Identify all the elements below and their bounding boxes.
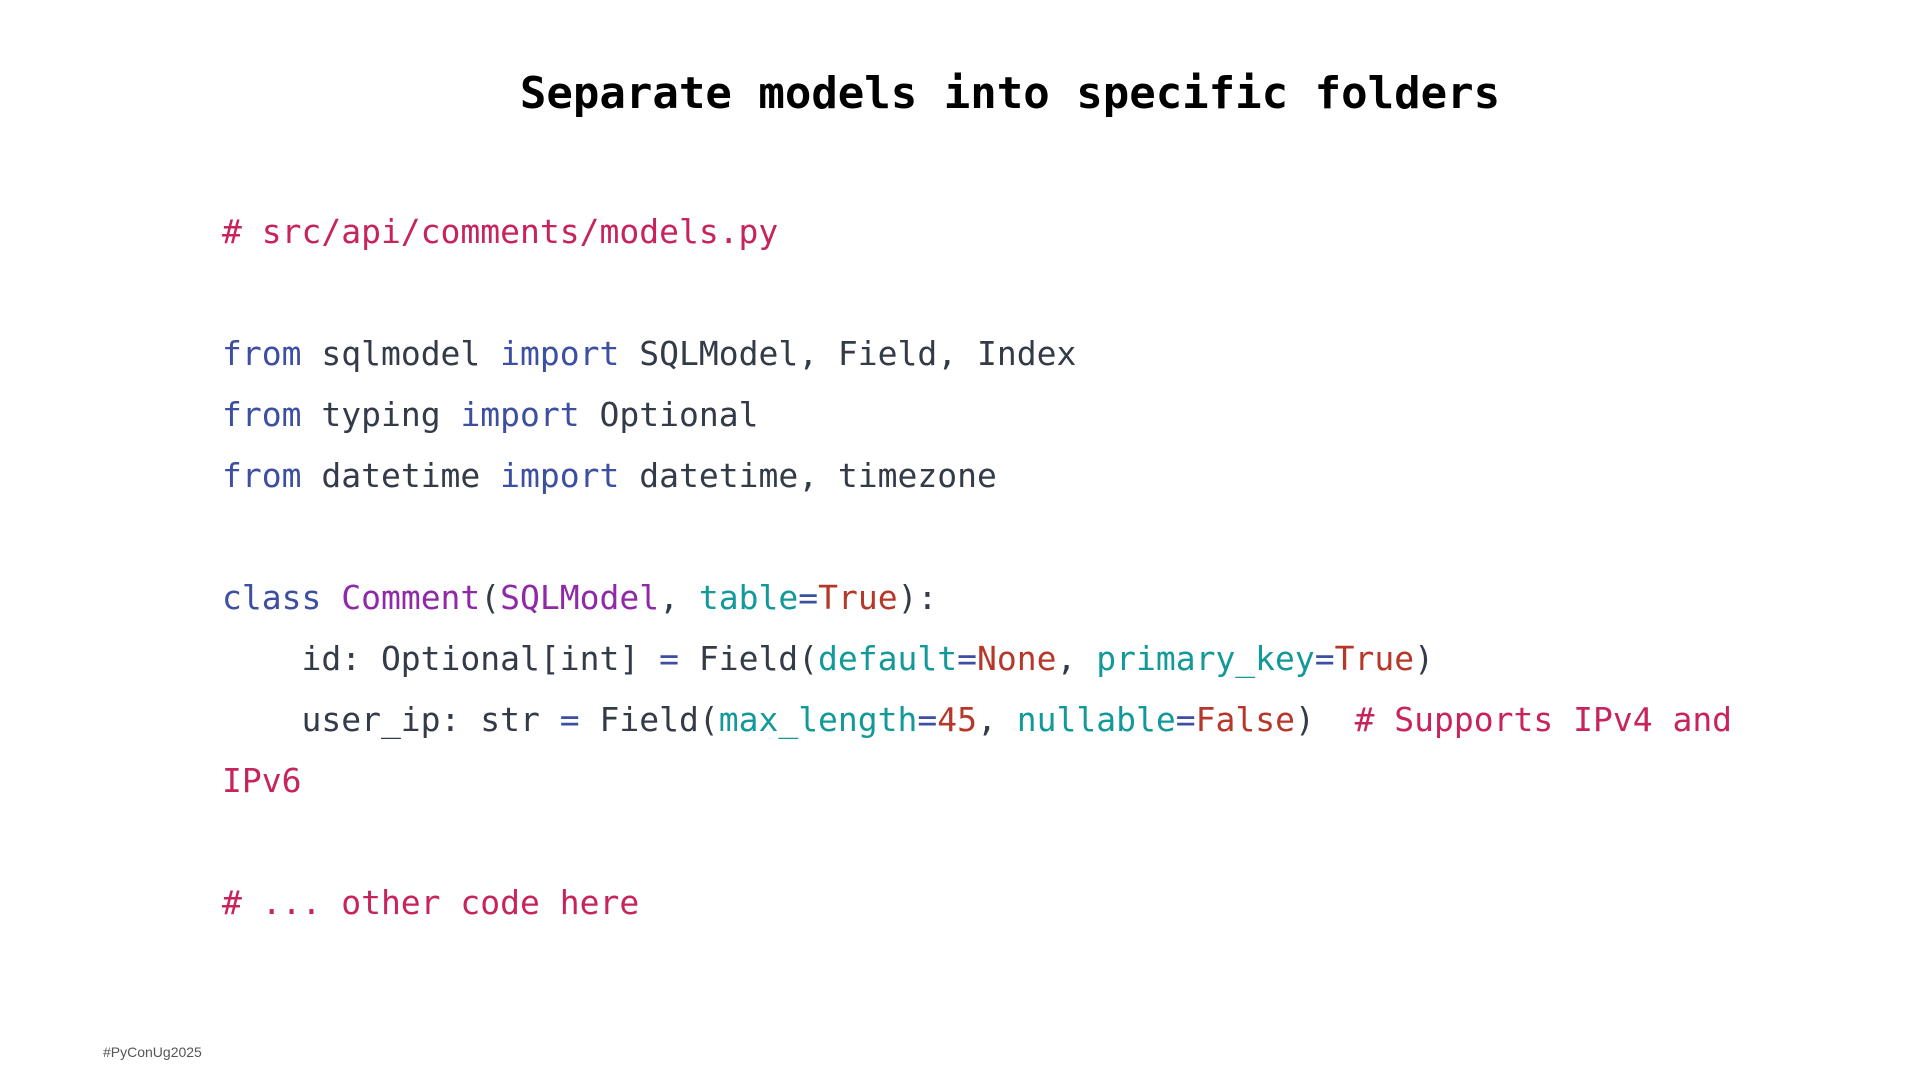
- code-token-plain: ,: [977, 700, 1017, 739]
- code-token-plain: Field(: [678, 639, 819, 678]
- code-token-class: SQLModel: [500, 578, 660, 617]
- code-token-comment: # src/api/comments/models.py: [222, 212, 779, 251]
- code-token-op: =: [917, 700, 938, 739]
- code-token-keyword: from: [222, 456, 302, 495]
- code-token-value: False: [1195, 700, 1295, 739]
- code-token-value: True: [818, 578, 898, 617]
- code-token-param: primary_key: [1096, 639, 1315, 678]
- code-token-plain: typing: [301, 395, 461, 434]
- code-token-op: =: [1175, 700, 1196, 739]
- code-line: user_ip: str = Field(max_length=45, null…: [222, 689, 1732, 750]
- code-token-class: Comment: [341, 578, 481, 617]
- code-token-comment: # ... other code here: [222, 883, 640, 922]
- code-line: from typing import Optional: [222, 384, 1732, 445]
- code-block: # src/api/comments/models.py from sqlmode…: [222, 201, 1732, 933]
- code-token-value: 45: [937, 700, 978, 739]
- code-token-keyword: class: [222, 578, 322, 617]
- code-token-param: nullable: [1016, 700, 1176, 739]
- code-token-plain: [321, 578, 341, 617]
- code-token-plain: user_ip: str: [222, 700, 560, 739]
- code-token-plain: SQLModel, Field, Index: [619, 334, 1077, 373]
- code-token-param: max_length: [718, 700, 918, 739]
- footer-hashtag: #PyConUg2025: [103, 1044, 202, 1060]
- code-token-plain: ,: [1056, 639, 1097, 678]
- code-token-plain: ):: [897, 578, 938, 617]
- code-token-plain: datetime, timezone: [619, 456, 997, 495]
- code-token-plain: id: Optional[int]: [222, 639, 660, 678]
- code-token-op: =: [1314, 639, 1335, 678]
- code-token-plain: datetime: [301, 456, 501, 495]
- code-line: from sqlmodel import SQLModel, Field, In…: [222, 323, 1732, 384]
- code-line: class Comment(SQLModel, table=True):: [222, 567, 1732, 628]
- code-token-value: None: [977, 639, 1057, 678]
- code-token-plain: ): [1294, 700, 1355, 739]
- code-line: # src/api/comments/models.py: [222, 201, 1732, 262]
- code-token-op: =: [798, 578, 819, 617]
- code-token-comment: # Supports IPv4 and: [1354, 700, 1733, 739]
- code-token-keyword: import: [500, 334, 620, 373]
- code-token-param: default: [818, 639, 958, 678]
- code-line: [222, 811, 1732, 872]
- code-line: id: Optional[int] = Field(default=None, …: [222, 628, 1732, 689]
- code-token-param: table: [698, 578, 799, 617]
- code-token-keyword: from: [222, 395, 302, 434]
- code-token-op: =: [659, 639, 679, 678]
- code-line: [222, 506, 1732, 567]
- code-token-plain: sqlmodel: [301, 334, 501, 373]
- code-token-plain: (: [480, 578, 501, 617]
- code-token-op: =: [559, 700, 580, 739]
- code-line: # ... other code here: [222, 872, 1732, 933]
- code-token-keyword: from: [222, 334, 302, 373]
- code-token-plain: Field(: [579, 700, 719, 739]
- code-line: IPv6: [222, 750, 1732, 811]
- code-token-op: =: [957, 639, 977, 678]
- code-token-plain: ,: [659, 578, 699, 617]
- code-token-comment: IPv6: [222, 761, 302, 800]
- slide-title: Separate models into specific folders: [519, 68, 1501, 119]
- code-token-value: True: [1334, 639, 1415, 678]
- code-token-keyword: import: [500, 456, 620, 495]
- code-line: from datetime import datetime, timezone: [222, 445, 1732, 506]
- code-token-plain: Optional: [579, 395, 759, 434]
- code-line: [222, 262, 1732, 323]
- code-token-keyword: import: [460, 395, 580, 434]
- code-token-plain: ): [1414, 639, 1435, 678]
